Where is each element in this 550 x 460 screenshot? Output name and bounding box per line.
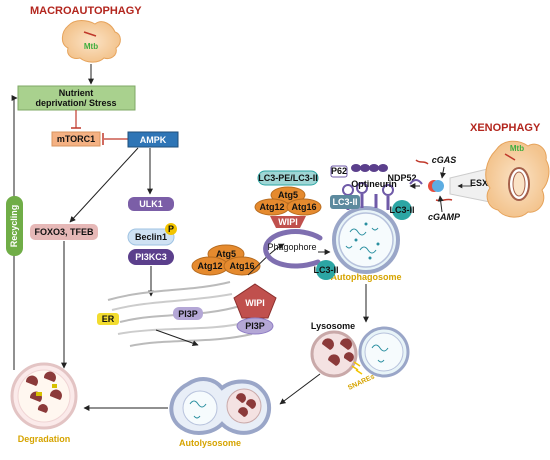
pi3p-mid-box: PI3P — [236, 317, 274, 335]
snares-label: SNAREs — [347, 373, 376, 391]
atg-complex-top: Atg5 Atg12 Atg16 — [254, 186, 322, 216]
wipi-mid: WIPI — [233, 283, 277, 319]
er-label: ER — [102, 314, 115, 324]
pi3kc3-label: PI3KC3 — [135, 252, 167, 262]
nutrient-deprivation-box: Nutrient deprivation/ Stress — [17, 85, 136, 111]
lc3ii-receptor-label: LC3-II — [332, 197, 357, 207]
atg16-top-label: Atg16 — [291, 202, 316, 212]
fusing-autophagosome — [358, 326, 410, 378]
phospho-label: P — [168, 224, 174, 234]
er-structure — [107, 281, 253, 347]
xenophagy-title: XENOPHAGY — [470, 122, 541, 134]
foxo3-tfeb-box: FOXO3, TFEB — [30, 224, 98, 240]
er-label-box: ER — [97, 313, 119, 325]
autophagosome-label: Autophagosome — [331, 272, 402, 282]
cgamp-label: cGAMP — [428, 212, 461, 222]
ub-chain — [351, 164, 388, 172]
degradation — [10, 362, 78, 430]
phospho-badge — [165, 223, 177, 235]
foxo3-tfeb-label: FOXO3, TFEB — [34, 227, 94, 237]
lysosome-label: Lysosome — [311, 321, 355, 331]
p62-label: P62 — [331, 166, 347, 176]
autolysosome — [169, 377, 272, 435]
cgas-label: cGAS — [432, 155, 457, 165]
autophagosome — [332, 206, 400, 274]
cgas-sensor — [409, 159, 453, 202]
atg5-top-label: Atg5 — [278, 190, 298, 200]
p62-box: P62 — [330, 165, 348, 178]
mtb-right-cell: Mtb — [485, 140, 550, 218]
ulk1-box: ULK1 — [128, 197, 174, 211]
ulk1-label: ULK1 — [139, 199, 163, 209]
atg16-mid-label: Atg16 — [229, 261, 254, 271]
atg-complex-mid: Atg5 Atg12 Atg16 — [191, 244, 261, 276]
nutrient-label-2: deprivation/ Stress — [35, 98, 116, 108]
lc3ii-right: LC3-II — [389, 200, 415, 220]
lc3pe-label: LC3-PE/LC3-II — [258, 173, 318, 183]
mtb-top-cell: Mtb — [61, 20, 121, 63]
beclin1-box: Beclin1 P — [127, 223, 177, 246]
ndp52-label: NDP52 — [387, 173, 416, 183]
arrow-cgas — [440, 166, 446, 179]
lc3ii-left: LC3-II — [313, 260, 339, 280]
recycling-pill: Recycling — [6, 196, 23, 256]
degradation-label: Degradation — [18, 434, 71, 444]
atg5-mid-label: Atg5 — [216, 249, 236, 259]
ampk-label: AMPK — [140, 135, 167, 145]
phagophore-label: Phagophore — [267, 242, 316, 252]
receptor-cluster: LC3-II — [330, 182, 394, 210]
mtb-right-label: Mtb — [510, 144, 524, 153]
arrow-lysosome-to-autolysosome — [279, 373, 321, 405]
macroautophagy-title: MACROAUTOPHAGY — [30, 5, 142, 17]
recycling-label: Recycling — [9, 205, 19, 248]
lc3ii-left-label: LC3-II — [313, 265, 338, 275]
nutrient-label-1: Nutrient — [59, 88, 94, 98]
arrow-er-to-complex — [155, 329, 199, 347]
pi3p-mid-label: PI3P — [245, 321, 265, 331]
beclin1-label: Beclin1 — [135, 232, 167, 242]
arrow-cgamp — [437, 195, 444, 213]
wipi-top: WIPI — [270, 216, 306, 228]
atg12-mid-label: Atg12 — [197, 261, 222, 271]
mtorc1-label: mTORC1 — [57, 134, 95, 144]
esx1-label: ESX-1 — [470, 178, 496, 188]
pi3p-er-box: PI3P — [173, 307, 203, 320]
lc3ii-right-label: LC3-II — [389, 205, 414, 215]
mtb-top-label: Mtb — [84, 42, 98, 51]
lysosome — [310, 330, 358, 378]
mtorc1-box: mTORC1 — [51, 131, 101, 147]
atg12-top-label: Atg12 — [259, 202, 284, 212]
arrow-ampk-to-foxo — [69, 147, 139, 223]
lc3pe-box: LC3-PE/LC3-II — [257, 170, 319, 186]
wipi-top-label: WIPI — [278, 217, 298, 227]
optineurin-label: Optineurin — [351, 179, 397, 189]
wipi-mid-label: WIPI — [245, 298, 265, 308]
pi3p-er-label: PI3P — [178, 309, 198, 319]
phagophore: Phagophore — [263, 229, 323, 269]
autolysosome-label: Autolysosome — [179, 438, 241, 448]
pi3kc3-box: PI3KC3 — [128, 249, 174, 265]
ampk-box: AMPK — [127, 131, 179, 148]
